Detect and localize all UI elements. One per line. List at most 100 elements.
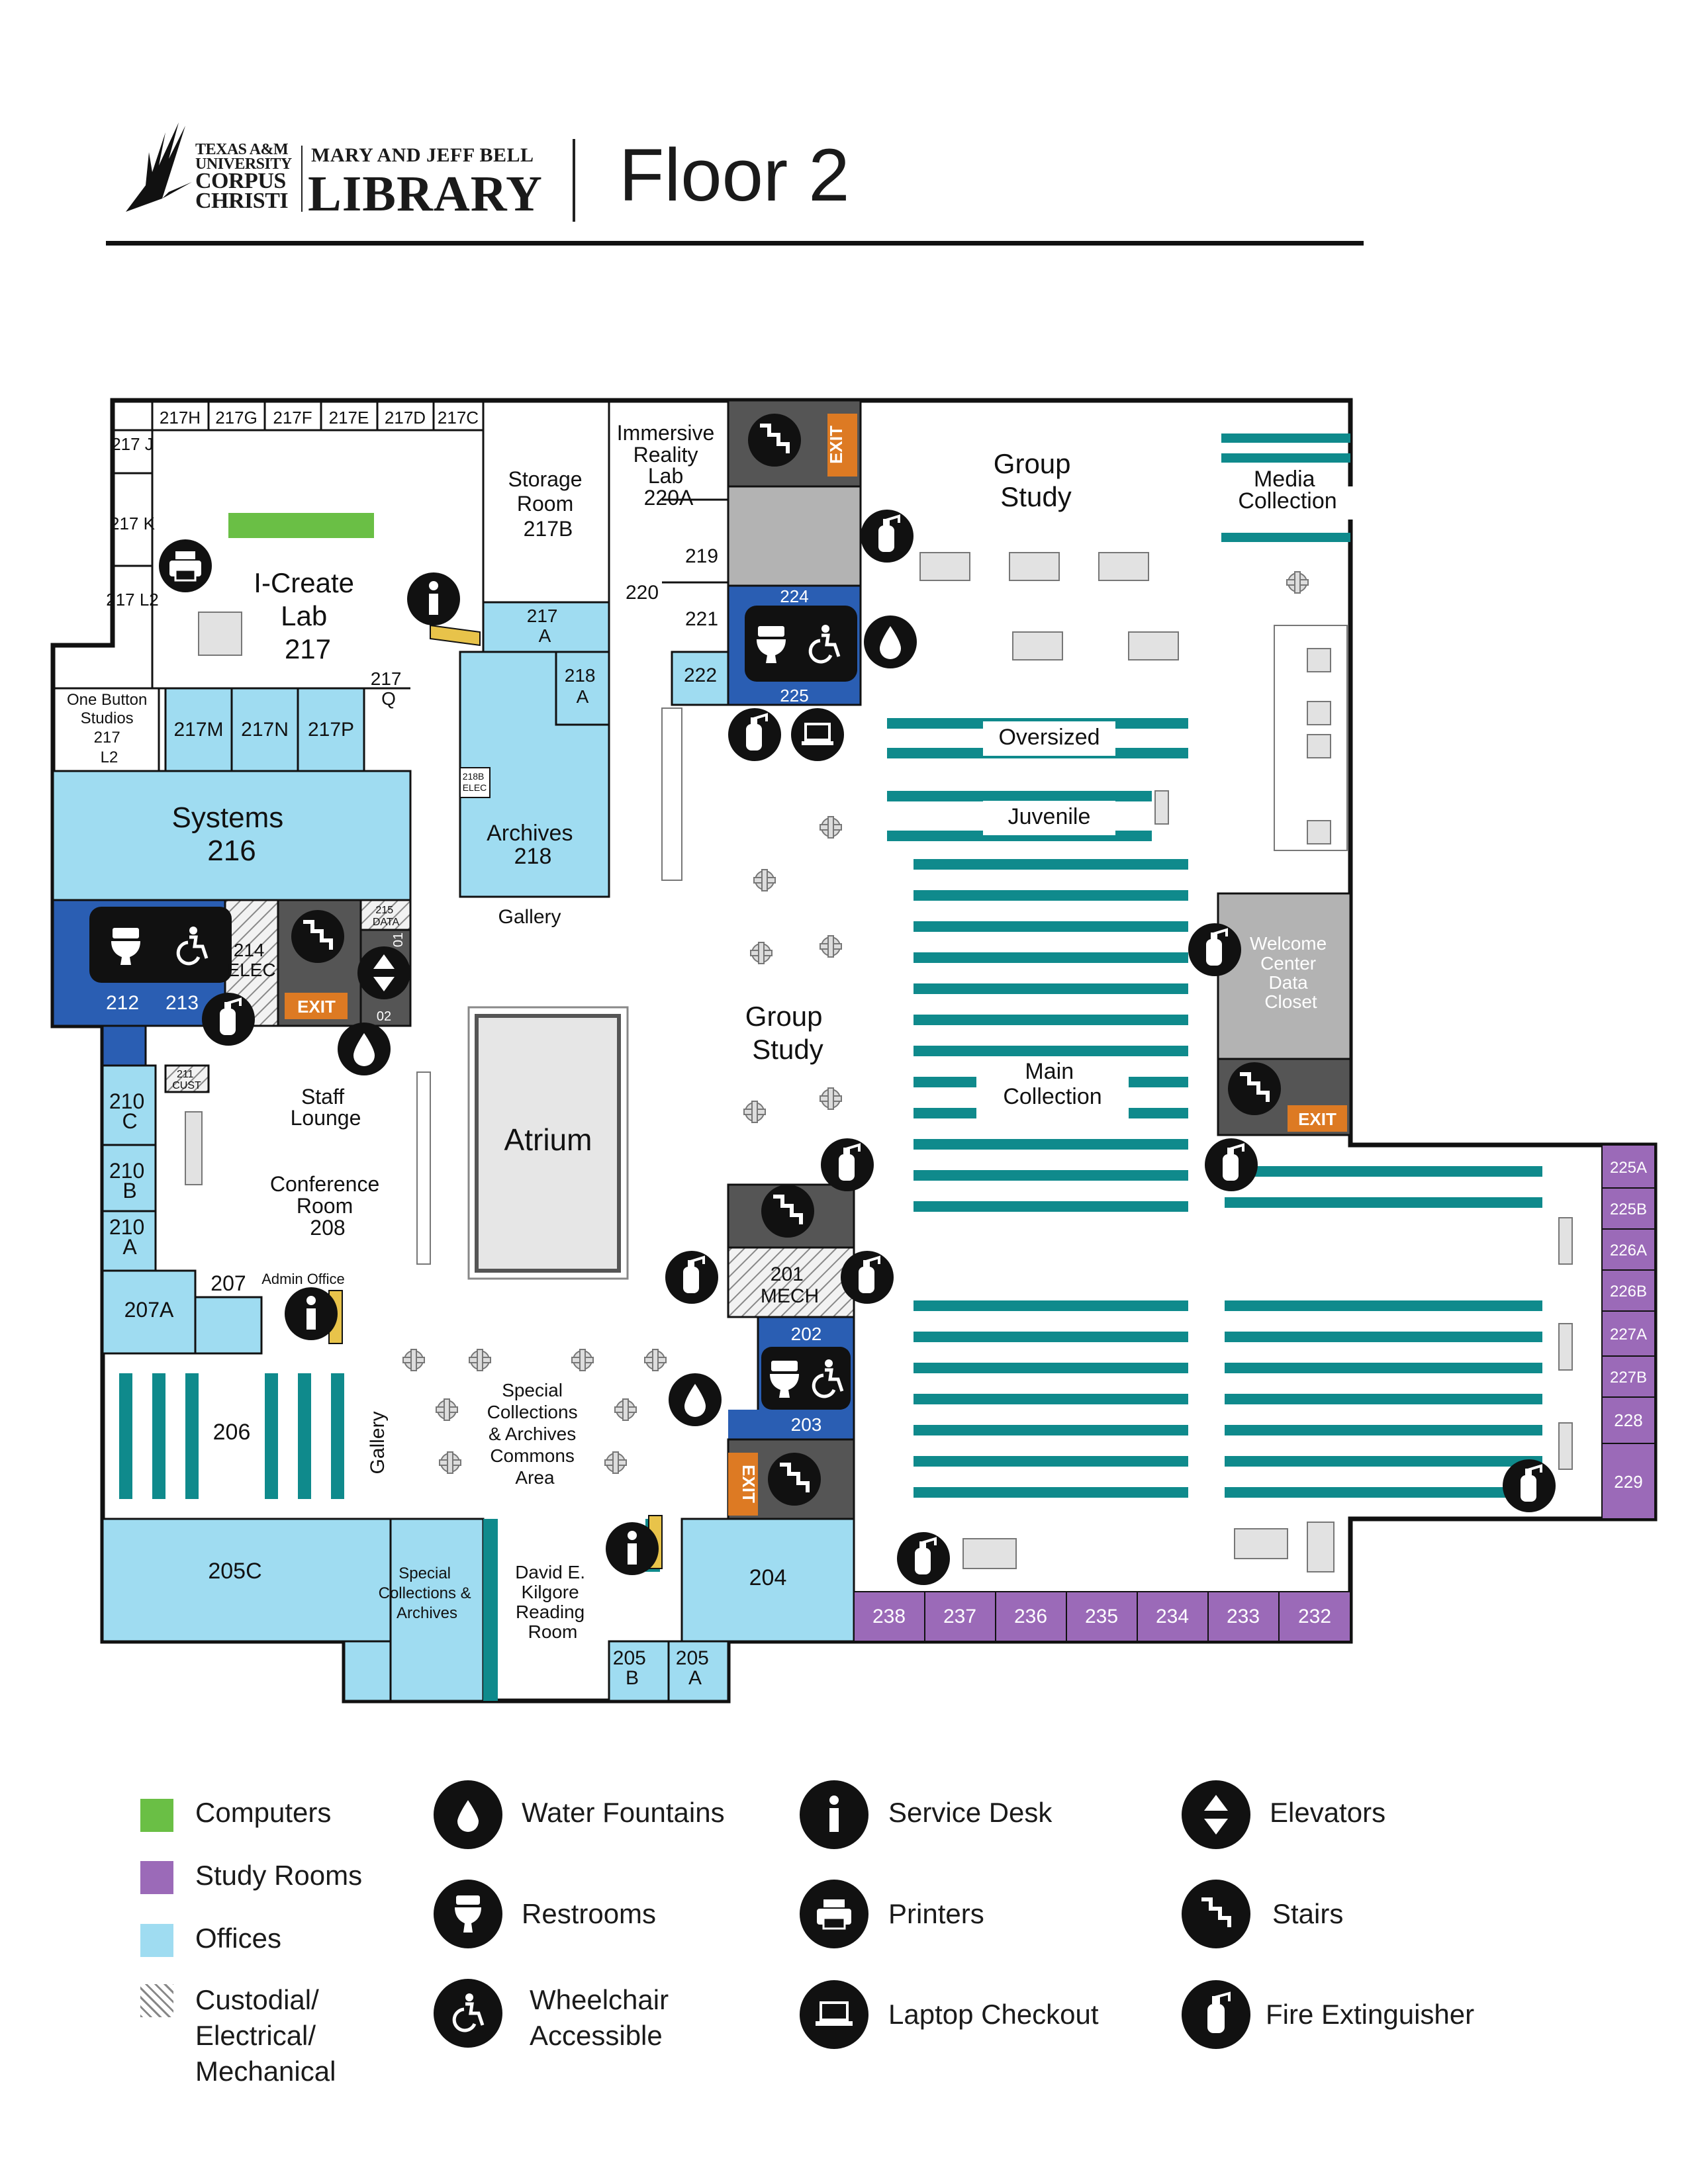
label-s227a: 227A <box>1610 1326 1647 1343</box>
service-desk-icon <box>407 572 460 625</box>
label-one-button-studios: One Button Studios 217 L2 <box>67 691 152 766</box>
label-elev-02: 02 <box>377 1009 391 1024</box>
label-storage-room: Storage Room 217B <box>508 467 588 541</box>
room-205a <box>667 1640 729 1702</box>
room-207 <box>194 1296 263 1355</box>
label-s235: 235 <box>1085 1606 1118 1627</box>
library-subtitle: MARY AND JEFF BELL <box>311 144 534 166</box>
fire-extinguisher-icon <box>1501 1458 1557 1514</box>
room-211-cust <box>164 1064 210 1093</box>
islander-wing-logo-icon <box>126 122 192 212</box>
label-210a: 210 A <box>109 1215 150 1259</box>
label-217p: 217P <box>308 719 354 741</box>
label-212: 212 <box>106 992 139 1014</box>
label-juvenile: Juvenile <box>1008 804 1091 829</box>
label-218a: 218 A <box>565 665 601 707</box>
laptop-checkout-icon <box>790 707 845 762</box>
legend-printers: Printers <box>888 1898 984 1929</box>
printer-icon <box>158 538 213 594</box>
legend-stairs: Stairs <box>1272 1898 1344 1929</box>
label-207: 207 <box>211 1271 246 1295</box>
label-221: 221 <box>685 608 718 630</box>
label-staff-lounge: Staff Lounge <box>291 1085 361 1130</box>
header-rule <box>106 241 1364 246</box>
label-s232: 232 <box>1298 1606 1331 1627</box>
room-205c-lower <box>343 1640 392 1702</box>
legend-offices: Offices <box>195 1923 281 1954</box>
exit-label-left: EXIT <box>297 997 336 1017</box>
fire-extinguisher-icon <box>727 707 782 762</box>
label-217h: 217H <box>160 408 201 428</box>
room-217m <box>164 687 233 772</box>
room-205b <box>608 1640 670 1702</box>
room-spcoll-archives <box>389 1518 485 1702</box>
legend-study-rooms: Study Rooms <box>195 1860 363 1891</box>
label-217e: 217E <box>329 408 369 428</box>
study-room-225a <box>1601 1144 1656 1189</box>
exit-label-right: EXIT <box>1298 1109 1336 1129</box>
fire-extinguisher-icon <box>664 1250 720 1305</box>
water-fountain-icon <box>434 1780 502 1849</box>
library-title: LIBRARY <box>308 166 543 222</box>
stairs-icon <box>1182 1880 1250 1948</box>
label-215-data: 215 DATA <box>373 905 400 928</box>
room-207a <box>101 1269 197 1355</box>
label-217n: 217N <box>241 719 289 741</box>
legend-custodial-l2: Electrical/ <box>195 2020 316 2051</box>
label-oversized: Oversized <box>998 725 1100 750</box>
legend-custodial: Custodial/ Electrical/ Mechanical <box>195 1982 336 2089</box>
label-gallery-side: Gallery <box>367 1411 389 1474</box>
label-205a: 205 A <box>676 1647 714 1689</box>
label-205b: 205 B <box>613 1647 651 1689</box>
fire-extinguisher-icon <box>1187 922 1243 978</box>
custodial-swatch <box>140 1984 173 2017</box>
legend-fire-extinguisher: Fire Extinguisher <box>1266 1999 1475 2030</box>
wheelchair-icon <box>434 1979 502 2048</box>
header-divider-2 <box>573 139 575 222</box>
room-210c <box>101 1064 157 1146</box>
label-205c: 205C <box>208 1559 261 1584</box>
water-fountain-icon <box>338 1023 391 1075</box>
stairs-icon <box>761 1185 814 1238</box>
label-s236: 236 <box>1014 1606 1047 1627</box>
study-room-235 <box>1066 1591 1138 1642</box>
computers-swatch <box>140 1799 173 1832</box>
room-217p <box>297 687 365 772</box>
header: TEXAS A&M UNIVERSITY CORPUS CHRISTI MARY… <box>106 119 1364 251</box>
label-217g: 217G <box>215 408 258 428</box>
label-206: 206 <box>213 1420 251 1445</box>
label-217c: 217C <box>438 408 479 428</box>
label-media-collection: Media Collection <box>1238 467 1336 514</box>
label-217l2: 217 L2 <box>106 590 159 610</box>
legend-laptop-checkout: Laptop Checkout <box>888 1999 1099 2030</box>
room-218b-elec <box>459 767 491 798</box>
label-217j: 217 J <box>111 434 154 454</box>
label-special-collections-archives: Special Collections & Archives <box>379 1565 476 1622</box>
legend-water-fountains: Water Fountains <box>522 1797 725 1828</box>
room-201-mech <box>727 1246 855 1318</box>
label-210b: 210 B <box>109 1159 150 1203</box>
welcome-center-data-closet <box>1217 892 1352 1060</box>
label-214-elec: 214 ELEC <box>227 940 275 980</box>
legend-wheelchair-l1: Wheelchair <box>530 1984 669 2015</box>
map-legend: Computers Study Rooms Offices Custodial/… <box>132 1780 1556 2118</box>
label-s226b: 226B <box>1610 1283 1647 1300</box>
room-205c <box>101 1518 392 1643</box>
label-217q: 217 Q <box>371 668 407 709</box>
water-fountain-icon <box>864 615 917 668</box>
label-kilgore-reading-room: David E. Kilgore Reading Room <box>515 1562 590 1642</box>
computers-area <box>228 513 374 538</box>
label-s227b: 227B <box>1610 1369 1647 1387</box>
university-wordmark: TEXAS A&M UNIVERSITY CORPUS CHRISTI <box>195 142 292 212</box>
exit-label-top: EXIT <box>826 426 846 464</box>
label-213: 213 <box>165 992 199 1014</box>
room-222 <box>671 651 729 706</box>
university-line3: CORPUS <box>195 169 286 193</box>
label-welcome-center: Welcome Center Data Closet <box>1250 933 1332 1012</box>
service-desk-icon <box>606 1522 659 1575</box>
fire-extinguisher-icon <box>201 991 256 1047</box>
label-s225a: 225A <box>1610 1159 1647 1177</box>
label-s233: 233 <box>1227 1606 1260 1627</box>
study-room-237 <box>924 1591 996 1642</box>
